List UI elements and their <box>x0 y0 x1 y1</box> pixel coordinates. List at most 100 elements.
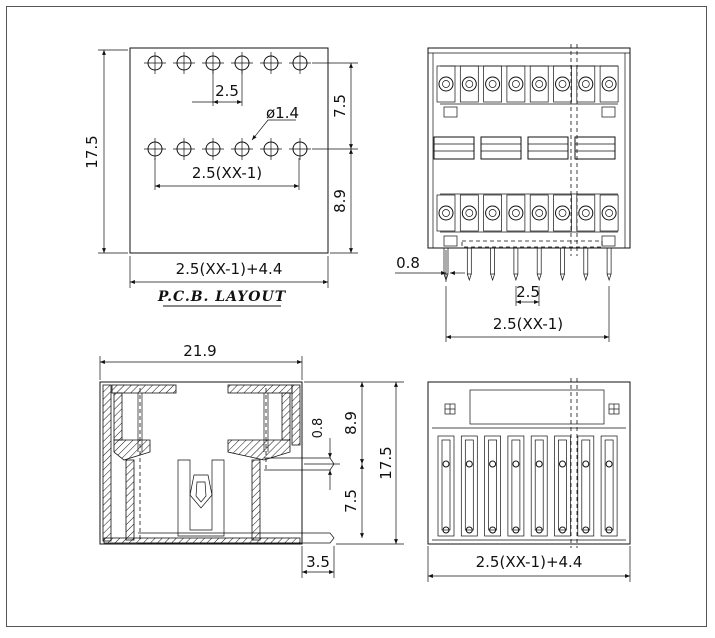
front-latches <box>433 136 616 160</box>
terminal-housing <box>576 194 596 232</box>
latch-block <box>574 136 616 160</box>
terminal-screw-center <box>512 80 520 88</box>
bottom-slots <box>437 435 618 537</box>
slot-screw <box>582 460 590 468</box>
terminal-slot-inner <box>558 439 567 531</box>
terminal-housing <box>459 65 479 103</box>
terminal-screw-center <box>465 209 474 217</box>
latch-block <box>480 136 522 160</box>
front-pins <box>443 247 612 282</box>
pcb-height-label: 17.5 <box>83 135 101 168</box>
pcb-span-label: 2.5(XX-1) <box>192 164 262 182</box>
pin <box>606 247 612 275</box>
terminal-screw <box>461 76 477 92</box>
terminal-screw-center <box>488 80 497 88</box>
slot-screw <box>605 460 613 468</box>
terminal-housing <box>529 65 549 103</box>
side-total-height-label: 17.5 <box>377 446 395 479</box>
terminal-housing <box>599 65 619 103</box>
terminal-slot-inner <box>604 439 614 531</box>
side-width-label: 21.9 <box>183 342 216 360</box>
terminal-screw <box>601 76 617 92</box>
terminal-screw-center <box>535 209 544 217</box>
front-pin-width-label: 0.8 <box>396 254 420 272</box>
terminal-screw <box>555 205 570 221</box>
pcb-layout-title: P.C.B. LAYOUT <box>157 289 287 305</box>
terminal-housing <box>483 194 502 232</box>
terminal-screw-center <box>442 80 450 88</box>
front-pitch-label: 2.5 <box>516 283 540 301</box>
pin-tip <box>490 273 495 282</box>
slot-screw <box>442 526 450 534</box>
front-terminals <box>436 65 619 232</box>
terminal-slot-inner <box>441 439 451 531</box>
slot-screw <box>559 526 566 534</box>
pin-tip <box>536 273 542 282</box>
pin-tip <box>560 273 565 282</box>
terminal-slot <box>484 435 501 537</box>
slot-screw <box>535 460 543 468</box>
front-view: 0.8 2.5 2.5(XX-1) <box>395 44 631 342</box>
bottom-body-outline <box>427 381 631 545</box>
terminal-screw-center <box>605 80 613 88</box>
pin <box>490 247 495 275</box>
terminal-housing <box>553 65 572 103</box>
terminal-slot <box>530 435 548 537</box>
terminal-screw <box>438 205 454 221</box>
pin <box>583 247 589 275</box>
terminal-screw <box>438 76 454 92</box>
pin <box>466 247 472 275</box>
terminal-screw <box>531 205 547 221</box>
slot-screw <box>605 526 613 534</box>
terminal-screw <box>531 76 547 92</box>
side-pin-width-label: 0.8 <box>311 418 326 439</box>
drawing-frame <box>6 6 707 627</box>
terminal-screw-center <box>442 209 450 217</box>
terminal-screw <box>508 205 524 221</box>
terminal-housing <box>459 194 479 232</box>
pcb-width-label: 2.5(XX-1)+4.4 <box>176 260 283 278</box>
terminal-housing <box>529 194 549 232</box>
pin <box>560 247 565 275</box>
slot-screw <box>465 460 473 468</box>
terminal-slot <box>577 435 595 537</box>
terminal-slot-inner <box>488 439 497 531</box>
terminal-slot <box>437 435 455 537</box>
slot-screw <box>442 460 450 468</box>
terminal-screw <box>578 205 594 221</box>
terminal-housing <box>483 65 502 103</box>
front-span-label: 2.5(XX-1) <box>493 315 563 333</box>
terminal-screw <box>578 76 594 92</box>
terminal-screw <box>485 76 501 92</box>
terminal-screw-center <box>605 209 613 217</box>
terminal-screw <box>555 76 570 92</box>
terminal-slot-inner <box>581 439 591 531</box>
pin-tip <box>606 273 612 282</box>
slot-screw <box>489 460 497 468</box>
slot-screw <box>559 460 566 468</box>
slot-screw <box>512 526 520 534</box>
pcb-pitch-label: 2.5 <box>215 82 239 100</box>
terminal-screw <box>601 205 617 221</box>
terminal-screw <box>508 76 524 92</box>
terminal-slot-inner <box>511 439 521 531</box>
slot-screw <box>535 526 543 534</box>
terminal-screw-center <box>558 209 567 217</box>
terminal-slot <box>460 435 478 537</box>
terminal-screw <box>485 205 501 221</box>
latch-block <box>527 136 569 160</box>
pcb-layout-view: 17.5 7.5 8.9 2.5 ø1.4 2.5(XX-1) 2.5(XX-1… <box>83 47 358 307</box>
slot-screw <box>582 526 590 534</box>
terminal-screw-center <box>581 209 590 217</box>
terminal-screw-center <box>488 209 497 217</box>
terminal-screw-center <box>558 80 567 88</box>
pcb-bottom-offset-label: 8.9 <box>331 189 349 213</box>
terminal-slot-inner <box>534 439 544 531</box>
terminal-screw <box>461 205 477 221</box>
terminal-screw-center <box>512 209 520 217</box>
pcb-hole-diameter-label: ø1.4 <box>266 104 299 122</box>
terminal-slot <box>554 435 571 537</box>
bottom-width-label: 2.5(XX-1)+4.4 <box>476 553 583 571</box>
terminal-housing <box>599 194 619 232</box>
terminal-screw-center <box>465 80 474 88</box>
